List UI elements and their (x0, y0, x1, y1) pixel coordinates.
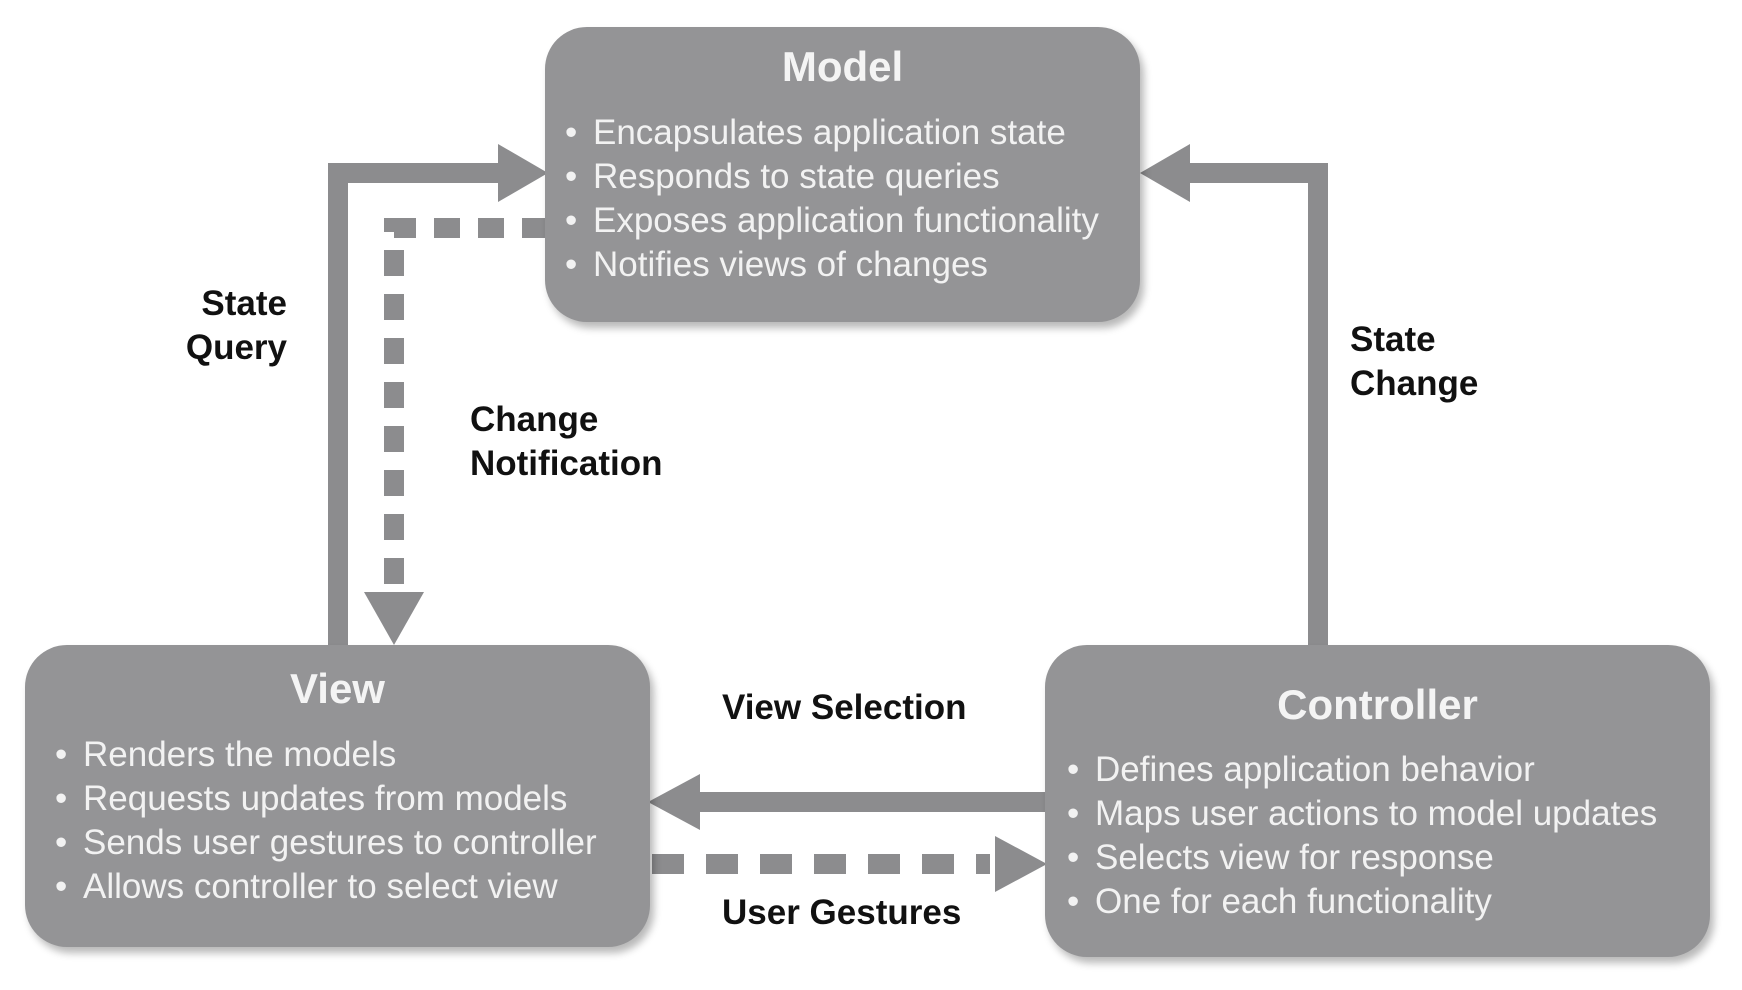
state-query-arrow (328, 144, 548, 650)
view-item: Allows controller to select view (55, 865, 597, 909)
view-item: Requests updates from models (55, 777, 597, 821)
model-item: Notifies views of changes (565, 243, 1099, 287)
view-box: View Renders the models Requests updates… (25, 645, 650, 947)
state-change-arrow (1140, 144, 1328, 650)
state-query-label: State Query (186, 282, 287, 370)
change-notification-label: Change Notification (470, 398, 662, 486)
view-item: Sends user gestures to controller (55, 821, 597, 865)
user-gestures-label: User Gestures (722, 893, 962, 932)
model-item: Responds to state queries (565, 155, 1099, 199)
controller-list: Defines application behavior Maps user a… (1067, 748, 1657, 924)
controller-box: Controller Defines application behavior … (1045, 645, 1710, 957)
view-selection-arrow (648, 774, 1050, 830)
change-notification-label-line2: Notification (470, 444, 663, 483)
model-item: Exposes application functionality (565, 199, 1099, 243)
view-list: Renders the models Requests updates from… (55, 733, 597, 909)
change-notification-label-line1: Change (470, 400, 599, 439)
view-item: Renders the models (55, 733, 597, 777)
change-notification-arrow (364, 218, 548, 645)
user-gestures-arrow (652, 836, 1047, 892)
state-query-label-line1: State (201, 284, 287, 323)
model-title: Model (781, 43, 904, 90)
model-box: Model Encapsulates application state Res… (545, 27, 1140, 322)
model-item: Encapsulates application state (565, 111, 1099, 155)
state-query-label-line2: Query (185, 328, 287, 367)
view-title: View (290, 665, 385, 712)
state-change-label-line2: Change (1350, 364, 1479, 403)
state-change-label: State Change (1350, 318, 1478, 406)
controller-item: Maps user actions to model updates (1067, 792, 1657, 836)
view-selection-label: View Selection (722, 688, 967, 727)
model-list: Encapsulates application state Responds … (565, 111, 1099, 287)
state-change-label-line1: State (1350, 320, 1436, 359)
controller-item: One for each functionality (1067, 880, 1657, 924)
controller-item: Defines application behavior (1067, 748, 1657, 792)
controller-title: Controller (1277, 681, 1478, 728)
controller-item: Selects view for response (1067, 836, 1657, 880)
